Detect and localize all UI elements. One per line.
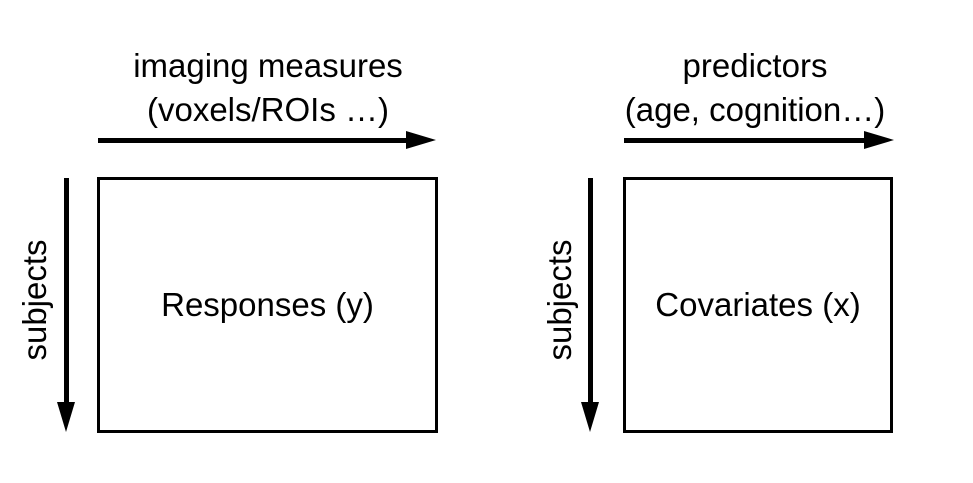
- predictors-line1: predictors: [682, 47, 828, 84]
- right-vertical-arrow-head: [581, 402, 599, 432]
- right-subjects-label: subjects: [541, 239, 578, 361]
- left-subjects-label: subjects: [16, 239, 53, 361]
- right-horizontal-arrow-head: [864, 131, 894, 149]
- imaging-measures-line2: (voxels/ROIs …): [146, 91, 390, 128]
- left-vertical-arrow-shaft: [64, 178, 69, 406]
- covariates-label: Covariates (x): [655, 286, 861, 323]
- left-horizontal-arrow-head: [406, 131, 436, 149]
- predictors-label: predictors (age, cognition…): [590, 44, 920, 132]
- right-vertical-arrow-shaft: [588, 178, 593, 406]
- responses-label: Responses (y): [161, 286, 374, 323]
- left-horizontal-arrow-shaft: [98, 138, 410, 143]
- covariates-matrix: Covariates (x): [623, 177, 893, 433]
- left-vertical-arrow-head: [57, 402, 75, 432]
- imaging-measures-label: imaging measures (voxels/ROIs …): [98, 44, 438, 132]
- right-horizontal-arrow-shaft: [624, 138, 868, 143]
- predictors-line2: (age, cognition…): [624, 91, 886, 128]
- responses-matrix: Responses (y): [97, 177, 438, 433]
- imaging-measures-line1: imaging measures: [133, 47, 403, 84]
